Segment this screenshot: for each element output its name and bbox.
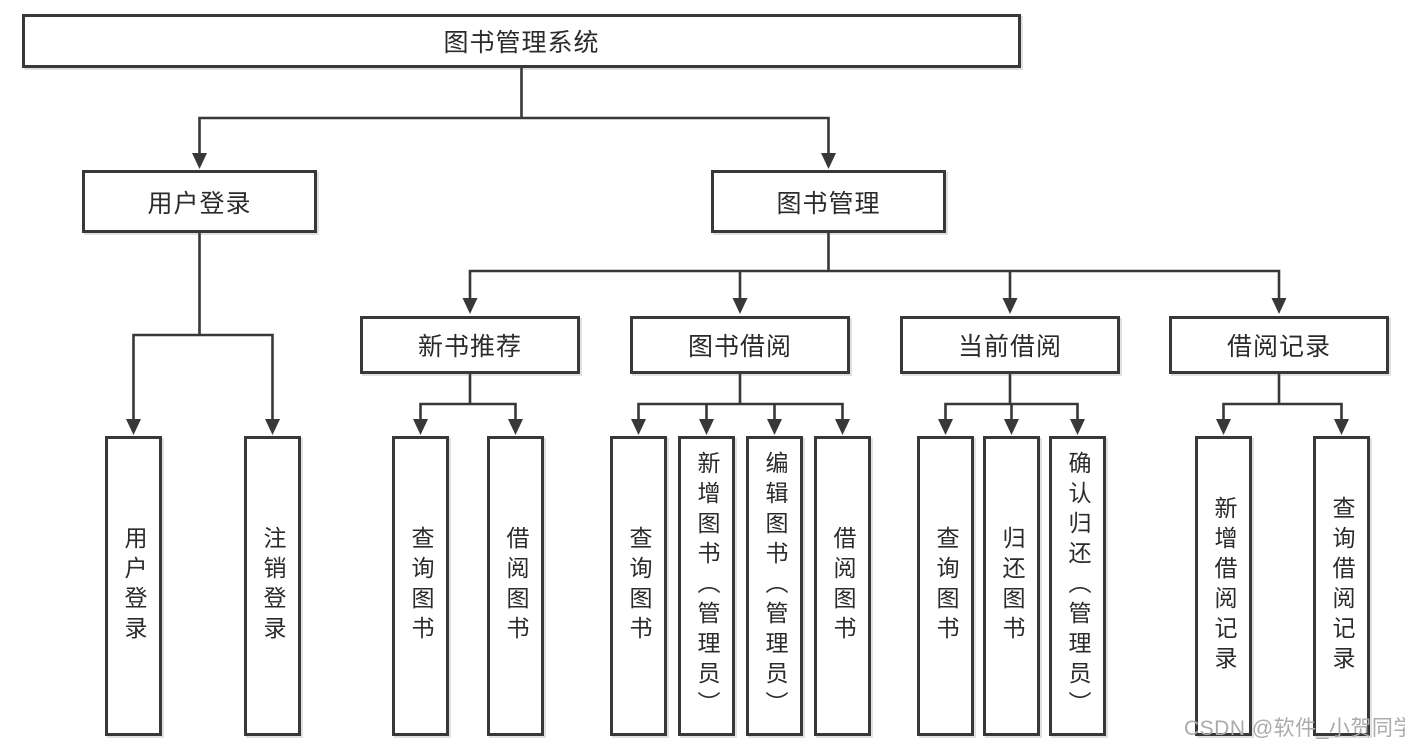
node-leaf-query-books-2: 查询图书 <box>610 436 667 736</box>
node-leaf-add-borrow-record: 新增借阅记录 <box>1195 436 1252 736</box>
node-leaf-query-books-3: 查询图书 <box>917 436 974 736</box>
node-label: 图书借阅 <box>687 333 792 361</box>
node-label: 借阅图书 <box>503 526 529 646</box>
node-leaf-logout: 注销登录 <box>244 436 301 736</box>
node-leaf-return-books: 归还图书 <box>983 436 1040 736</box>
node-user-login: 用户登录 <box>82 170 317 233</box>
node-label: 查询借阅记录 <box>1329 496 1355 676</box>
node-book-borrow: 图书借阅 <box>630 316 850 374</box>
node-label: 新增借阅记录 <box>1211 496 1237 676</box>
node-label: 当前借阅 <box>957 333 1062 361</box>
node-leaf-query-books-1: 查询图书 <box>392 436 449 736</box>
node-label: 注销登录 <box>260 526 286 646</box>
node-label: 新增图书（管理员） <box>694 451 720 721</box>
node-new-book-recommend: 新书推荐 <box>360 316 580 374</box>
node-book-management: 图书管理 <box>711 170 946 233</box>
node-leaf-borrow-books-1: 借阅图书 <box>487 436 544 736</box>
node-label: 编辑图书（管理员） <box>762 451 788 721</box>
node-label: 查询图书 <box>408 526 434 646</box>
connector-new-book-to-children <box>413 372 523 435</box>
connector-current-borrow-to-children <box>938 372 1085 435</box>
node-label: 借阅图书 <box>830 526 856 646</box>
node-leaf-user-login: 用户登录 <box>105 436 162 736</box>
node-label: 借阅记录 <box>1226 333 1331 361</box>
node-label: 归还图书 <box>999 526 1025 646</box>
node-label: 查询图书 <box>933 526 959 646</box>
node-label: 用户登录 <box>147 189 252 218</box>
connector-book-borrow-to-children <box>631 372 850 435</box>
node-borrow-records: 借阅记录 <box>1169 316 1389 374</box>
node-label: 查询图书 <box>626 526 652 646</box>
csdn-watermark: CSDN @软件_小贺同学 <box>1184 717 1405 740</box>
node-leaf-add-books-admin: 新增图书（管理员） <box>678 436 735 736</box>
connector-root-to-level2 <box>192 66 836 169</box>
node-current-borrow: 当前借阅 <box>900 316 1120 374</box>
node-label: 新书推荐 <box>417 333 522 361</box>
node-label: 图书管理系统 <box>443 29 600 57</box>
node-label: 确认归还（管理员） <box>1065 451 1091 721</box>
connector-user-login-to-children <box>126 231 280 435</box>
connector-borrow-records-to-children <box>1216 372 1349 435</box>
node-leaf-borrow-books-2: 借阅图书 <box>814 436 871 736</box>
node-label: 图书管理 <box>776 189 881 218</box>
connector-book-management-to-level3 <box>462 231 1287 314</box>
node-library-management-system: 图书管理系统 <box>22 14 1021 68</box>
node-leaf-query-borrow-record: 查询借阅记录 <box>1313 436 1370 736</box>
node-leaf-confirm-return-admin: 确认归还（管理员） <box>1049 436 1106 736</box>
node-leaf-edit-books-admin: 编辑图书（管理员） <box>746 436 803 736</box>
node-label: 用户登录 <box>121 526 147 646</box>
